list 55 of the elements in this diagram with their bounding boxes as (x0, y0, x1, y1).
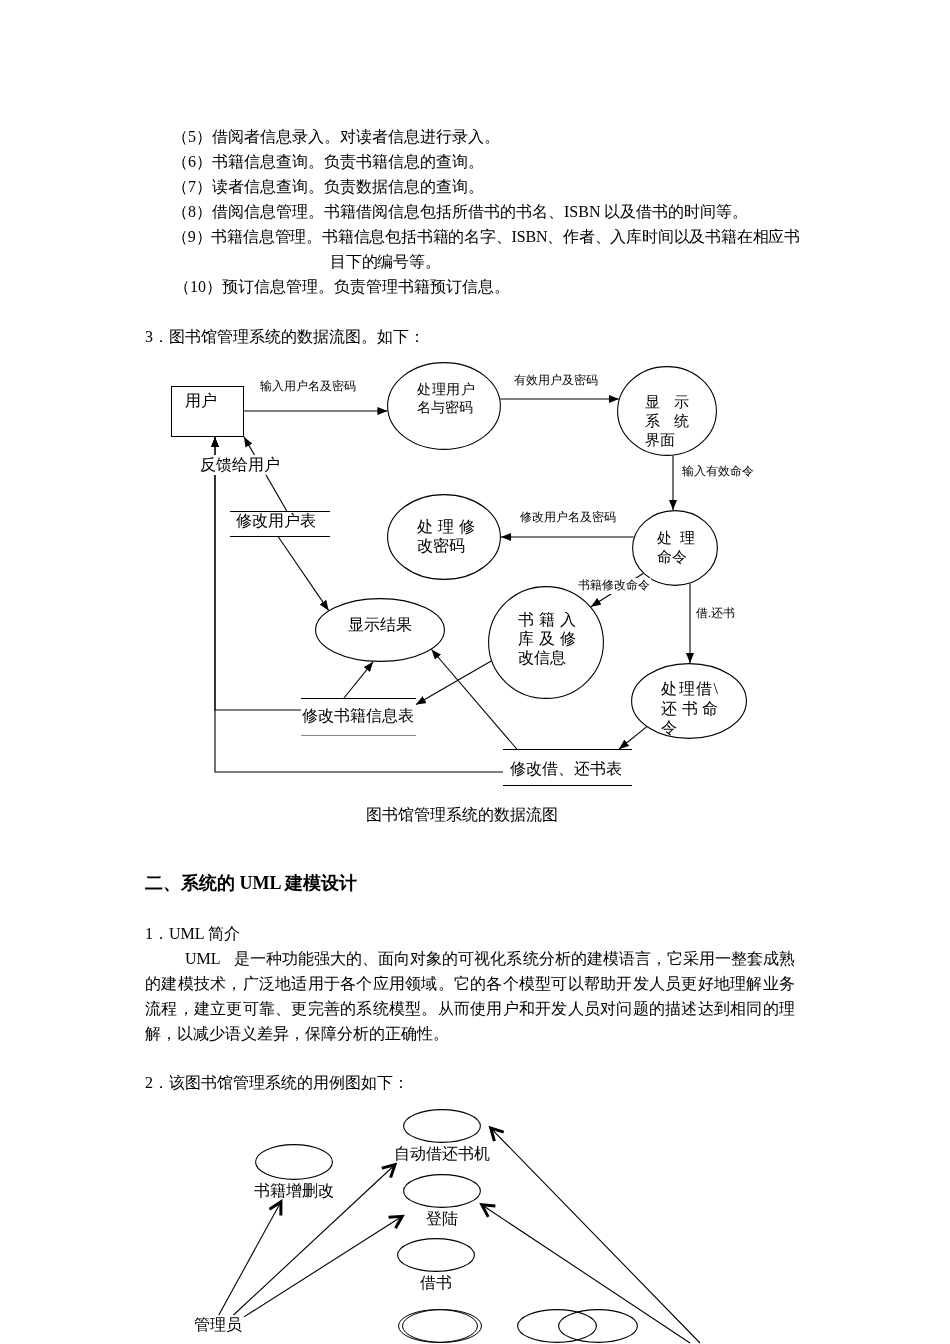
use-case-label: 借书 (420, 1273, 452, 1293)
arrow (232, 1163, 397, 1316)
figure-caption: 图书馆管理系统的数据流图 (366, 805, 558, 825)
arrow (618, 726, 648, 750)
list-item: （7）读者信息查询。负责数据信息的查询。 (172, 177, 484, 197)
data-store (503, 749, 632, 786)
list-item: （5）借阅者信息录入。对读者信息进行录入。 (172, 127, 500, 147)
data-store (230, 511, 330, 537)
arrow (277, 536, 330, 611)
arrow (211, 436, 302, 711)
arrow (480, 1203, 691, 1344)
entity-label: 用户 (185, 391, 217, 411)
arrow (243, 407, 388, 415)
subheading: 2．该图书馆管理系统的用例图如下： (145, 1073, 409, 1093)
store-label: 修改书籍信息表 (302, 706, 414, 726)
arrow (415, 660, 492, 706)
list-item: （10）预订信息管理。负责管理书籍预订信息。 (174, 277, 510, 297)
actor-label: 管理员 (194, 1315, 244, 1335)
edge-label: 有效用户及密码 (513, 372, 599, 388)
process-label: 显示系统界面 (645, 393, 689, 450)
process-label: 处理修改密码 (417, 517, 475, 555)
list-item: （8）借阅信息管理。书籍借阅信息包括所借书的书名、ISBN 以及借书的时间等。 (172, 202, 749, 222)
use-case-label: 登陆 (426, 1209, 458, 1229)
list-item: （9）书籍信息管理。书籍信息包括书籍的名字、ISBN、作者、入库时间以及书籍在相应书目下的编号等。 (172, 227, 802, 272)
edge-label: 输入用户名及密码 (259, 378, 357, 394)
arrow (430, 648, 518, 750)
arrow (243, 1214, 404, 1318)
process-label: 处理借\还书命令 (661, 679, 718, 738)
list-item: （6）书籍信息查询。负责书籍信息的查询。 (172, 152, 484, 172)
edge-label: 反馈给用户 (199, 455, 281, 475)
store-label: 修改用户表 (236, 511, 316, 531)
arrow (218, 1200, 283, 1316)
section-heading: 二、系统的 UML 建模设计 (145, 872, 357, 895)
arrow (489, 1126, 701, 1344)
use-case-label: 书籍增删改 (254, 1181, 334, 1201)
process-label: 处理用户名与密码 (417, 381, 475, 417)
arrow (500, 533, 635, 541)
process-label: 处理命令 (657, 529, 695, 567)
paragraph: 3．图书馆管理系统的数据流图。如下： (145, 327, 425, 347)
process-label: 显示结果 (348, 615, 413, 635)
arrow (686, 583, 694, 664)
edge-label: 借.还书 (695, 605, 736, 621)
paragraph: UML 是一种功能强大的、面向对象的可视化系统分析的建模语言，它采用一整套成熟的建模技术，广泛地适用于各个应用领域。它的各个模型可以帮助开发人员更好地理解业务流程，建立更可靠、更完善的系统模型。从而使用户和开发人员对问题的描述达到相同的理解，以减少语义差异，保障分析的正确性。 (145, 949, 795, 1044)
arrow (669, 455, 677, 511)
edge-label: 修改用户名及密码 (519, 509, 617, 525)
edge-label: 输入有效命令 (681, 463, 755, 479)
use-case-label: 自动借还书机 (394, 1144, 490, 1164)
data-store (301, 698, 416, 736)
subheading: 1．UML 简介 (145, 924, 240, 944)
arrow (499, 395, 620, 403)
process-label: 书籍入库及修改信息 (518, 610, 576, 667)
edge-label: 书籍修改命令 (577, 578, 651, 594)
arrow (343, 661, 374, 699)
entity-box (171, 386, 244, 437)
store-label: 修改借、还书表 (510, 759, 622, 779)
